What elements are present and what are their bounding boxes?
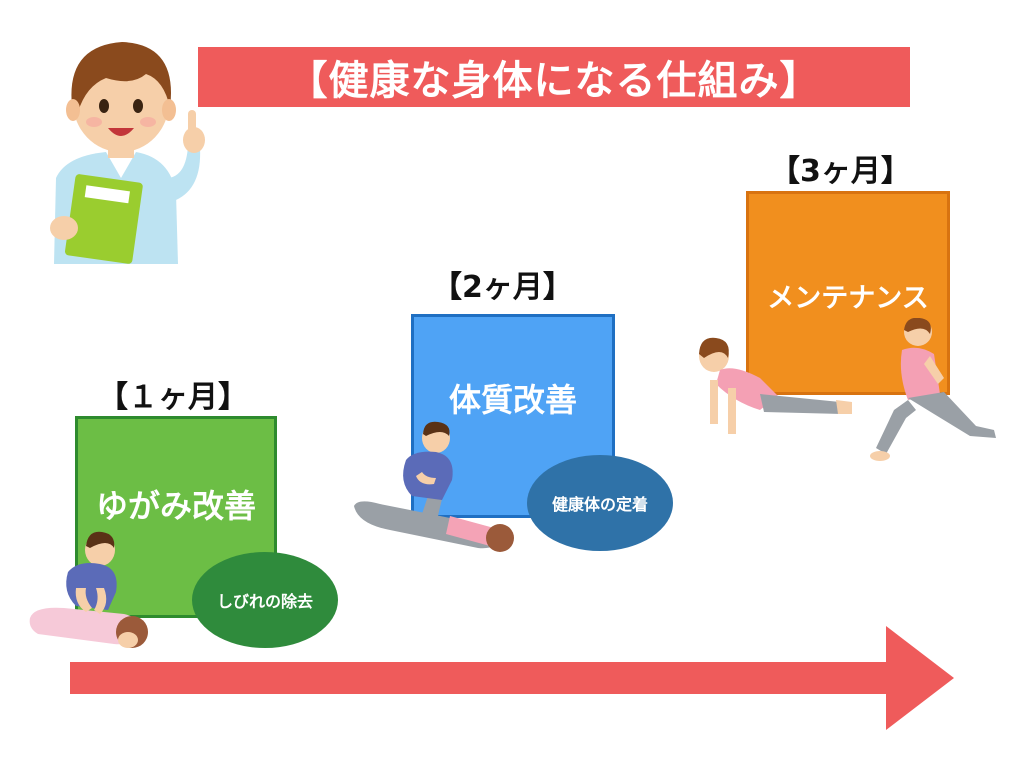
massage-therapy-icon (29, 531, 148, 648)
stage-2-name: 体質改善 (448, 381, 577, 419)
stage-1-bubble-text: しびれの除去 (216, 592, 313, 611)
timeline-arrow (70, 626, 954, 730)
exercise-women-icon (699, 318, 996, 461)
stage-1-period: 【１ヶ月】 (98, 380, 248, 415)
stage-1-name: ゆがみ改善 (95, 487, 256, 525)
page-title: 【健康な身体になる仕組み】 (198, 47, 910, 107)
stage-2-period: 【2ヶ月】 (432, 270, 573, 305)
doctor-pointing-icon (50, 42, 205, 264)
stage-3-name: メンテナンス (767, 283, 929, 314)
stage-2-bubble: 健康体の定着 (527, 455, 673, 551)
stage-3-period: 【3ヶ月】 (770, 154, 911, 189)
stage-2-bubble-text: 健康体の定着 (551, 495, 648, 514)
leg-stretch-therapy-icon (354, 421, 514, 552)
stage-1-bubble: しびれの除去 (192, 552, 338, 648)
